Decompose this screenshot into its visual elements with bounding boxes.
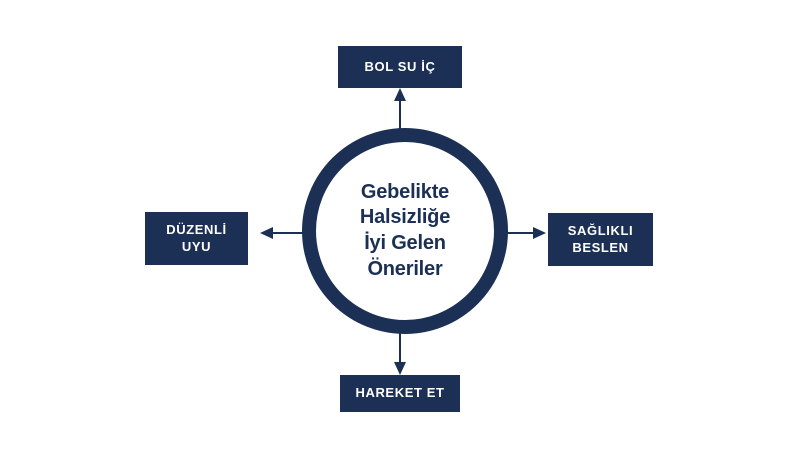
node-top-label: BOL SU İÇ (365, 59, 436, 75)
node-left-duzenli-uyu[interactable]: DÜZENLİ UYU (145, 212, 248, 265)
node-top-line-1: BOL SU İÇ (364, 58, 436, 74)
center-node-label: Gebelikte Halsizliğe İyi Gelen Öneriler (354, 180, 456, 282)
node-right-line-2: BESLEN (572, 239, 629, 255)
center-line-1: Gebelikte (360, 180, 450, 203)
arrow-down-icon (394, 332, 406, 375)
node-left-line-2: UYU (181, 238, 212, 254)
arrow-left-icon (260, 227, 307, 239)
node-right-label: SAĞLIKLI BESLEN (568, 223, 633, 256)
node-right-line-1: SAĞLIKLI (567, 223, 634, 239)
node-right-saglikli-beslen[interactable]: SAĞLIKLI BESLEN (548, 213, 653, 266)
node-bottom-hareket-et[interactable]: HAREKET ET (340, 375, 460, 412)
center-node: Gebelikte Halsizliğe İyi Gelen Öneriler (302, 128, 508, 334)
node-top-bol-su-ic[interactable]: BOL SU İÇ (338, 46, 462, 88)
center-line-2: Halsizliğe (359, 206, 451, 229)
center-line-4: Öneriler (367, 257, 443, 280)
arrow-right-icon (503, 227, 546, 239)
node-left-line-1: DÜZENLİ (166, 222, 227, 238)
node-bottom-label: HAREKET ET (355, 385, 444, 401)
node-left-label: DÜZENLİ UYU (166, 222, 227, 255)
arrow-up-icon (394, 88, 406, 130)
node-bottom-line-1: HAREKET ET (355, 385, 445, 401)
center-line-3: İyi Gelen (364, 232, 446, 254)
